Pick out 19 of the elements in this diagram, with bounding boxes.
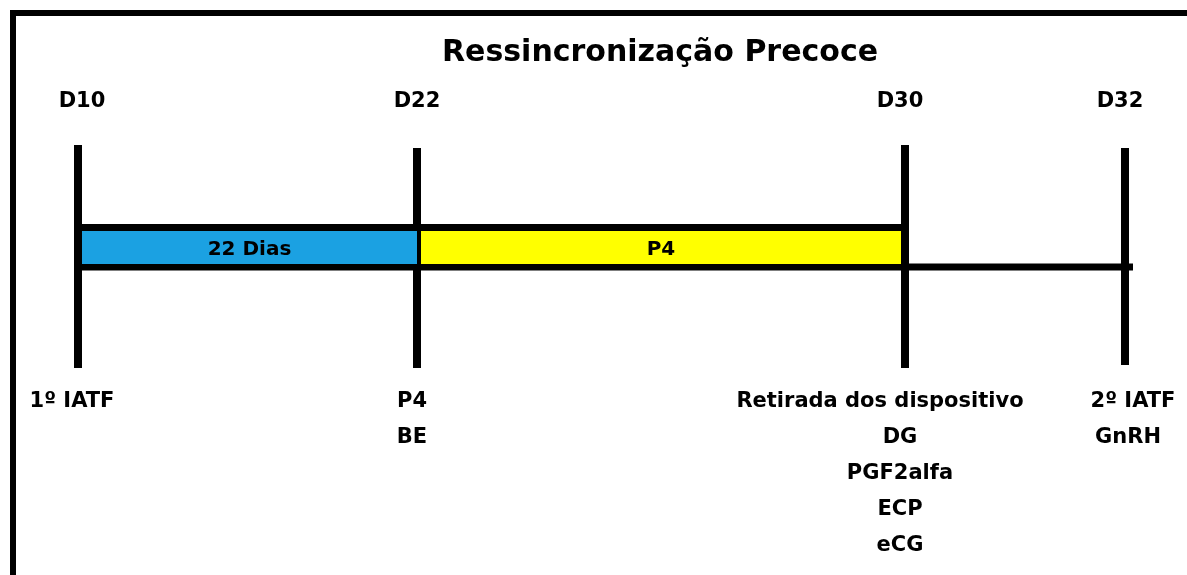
day-label: D30	[876, 90, 924, 111]
event-label: 2º IATF	[1090, 390, 1176, 411]
period-bar	[421, 224, 901, 264]
event-label: GnRH	[1095, 426, 1161, 447]
bar-label: 22 Dias	[207, 235, 292, 260]
title: Ressincronização Precoce	[441, 36, 879, 66]
event-label: eCG	[876, 534, 924, 555]
day-label: D22	[393, 90, 441, 111]
day-label: D10	[58, 90, 106, 111]
bar-label: P4	[646, 235, 676, 260]
event-label: 1º IATF	[29, 390, 115, 411]
event-label: Retirada dos dispositivo	[736, 390, 1024, 411]
period-bar	[82, 224, 417, 264]
event-label: DG	[882, 426, 918, 447]
event-label: P4	[397, 390, 427, 411]
day-label: D32	[1096, 90, 1144, 111]
event-label: ECP	[877, 498, 923, 519]
event-label: BE	[396, 426, 428, 447]
event-label: PGF2alfa	[846, 462, 954, 483]
